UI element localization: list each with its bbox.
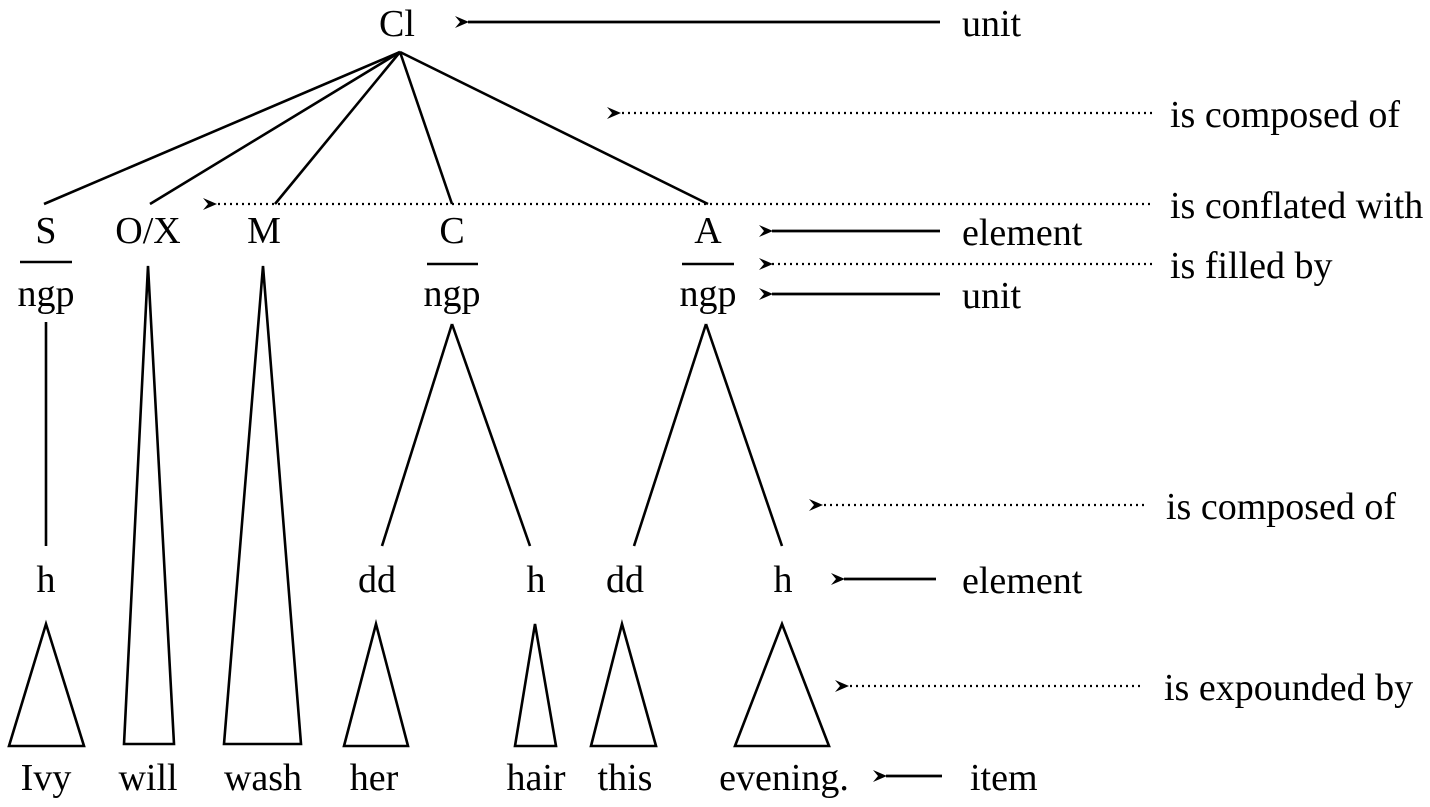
triangle-m [222, 265, 303, 746]
word-hair: hair [506, 757, 565, 799]
word-ivy: Ivy [21, 757, 72, 799]
unit-c-label: ngp [424, 273, 481, 315]
edge-c-dd [380, 323, 454, 547]
triangle-ox [122, 265, 176, 746]
sub-element-c-dd: dd [358, 559, 396, 601]
triangle-her [342, 618, 410, 748]
legend-item: item [970, 757, 1038, 799]
unit-a-label: ngp [680, 273, 737, 315]
element-ox-label: O/X [115, 210, 180, 252]
root-label: Cl [379, 3, 415, 45]
edge-root-s [43, 50, 401, 206]
legend-conflated: is conflated with [1170, 185, 1423, 227]
edge-root-ox [149, 50, 401, 206]
legend-unit-mid: unit [962, 275, 1022, 317]
edge-c-h [450, 323, 532, 547]
edge-a-dd [632, 323, 708, 547]
element-c-label: C [439, 210, 464, 252]
legend-arrows [203, 16, 1152, 782]
edge-root-c [398, 51, 454, 205]
element-a-label: A [694, 210, 722, 252]
edge-root-a [399, 50, 709, 206]
sub-element-c-h: h [527, 559, 546, 601]
sub-element-s-h: h [37, 559, 56, 601]
triangle-this [589, 618, 658, 748]
legend-filled: is filled by [1170, 245, 1333, 287]
element-m-label: M [247, 210, 281, 252]
edge-root-m [273, 51, 402, 205]
word-will: will [118, 757, 177, 799]
word-evening: evening. [719, 757, 849, 799]
element-s-label: S [35, 210, 56, 252]
legend-expounded: is expounded by [1164, 667, 1413, 709]
legend-composed-top: is composed of [1170, 94, 1400, 136]
root-edges [43, 50, 709, 206]
triangle-evening [733, 620, 831, 748]
word-her: her [350, 757, 399, 799]
word-this: this [598, 757, 653, 799]
unit-s-label: ngp [18, 273, 75, 315]
unit-edges [44, 322, 784, 547]
word-wash: wash [224, 757, 302, 799]
triangle-hair [513, 623, 558, 748]
legend-unit-top: unit [962, 3, 1022, 45]
legend-element-top: element [962, 212, 1083, 254]
edge-a-h [704, 323, 784, 547]
sub-element-a-dd: dd [606, 559, 644, 601]
legend-composed-mid: is composed of [1166, 486, 1396, 528]
triangle-ivy [7, 619, 86, 748]
legend-element-mid: element [962, 560, 1083, 602]
sub-element-a-h: h [774, 559, 793, 601]
